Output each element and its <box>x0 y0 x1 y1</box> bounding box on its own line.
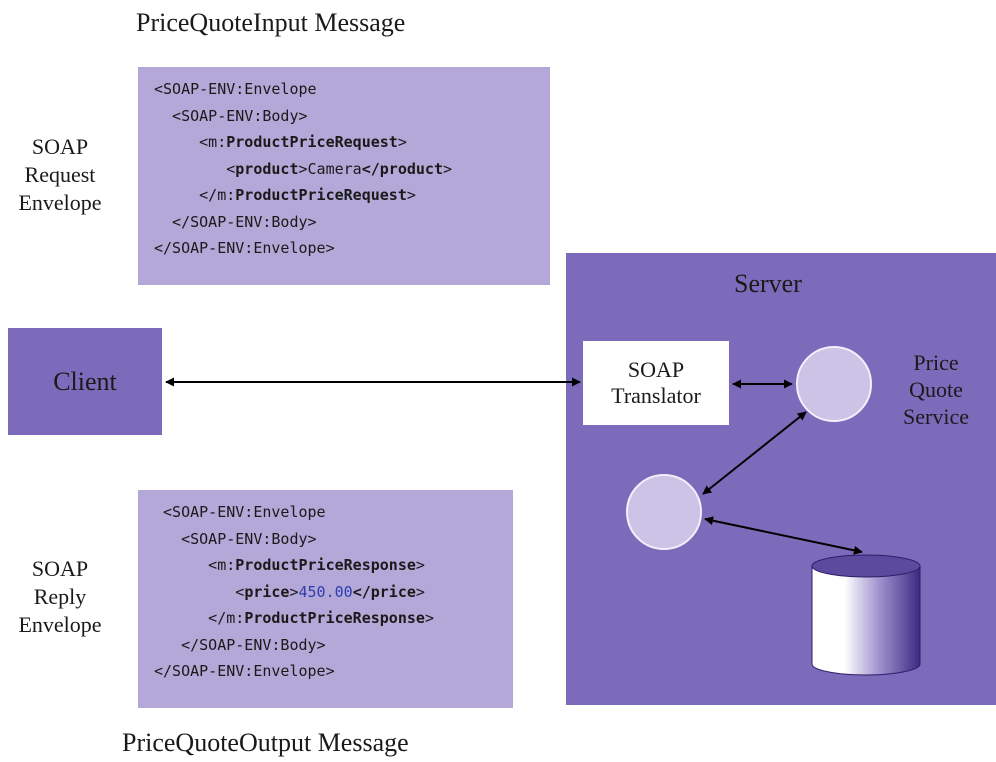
xml-token-mid: > <box>406 186 416 204</box>
xml-token-pre: </SOAP-ENV:Body> <box>154 212 317 231</box>
request-envelope-box: <SOAP-ENV:Envelope <SOAP-ENV:Body> <m:Pr… <box>138 67 550 285</box>
xml-token-bold: ProductPriceResponse <box>244 609 425 627</box>
xml-token-bold: product <box>235 159 299 178</box>
xml-token-mid: > <box>289 582 299 601</box>
xml-token-pre: </SOAP-ENV:Envelope> <box>154 239 335 257</box>
reply-label-line-3: Envelope <box>18 612 102 637</box>
reply-message-title: PriceQuoteOutput Message <box>122 728 409 757</box>
xml-token-pre: <SOAP-ENV:Body> <box>154 106 308 125</box>
translator-line-1: SOAP <box>627 357 685 382</box>
xml-token-pre: <SOAP-ENV:Body> <box>154 529 317 548</box>
client-label: Client <box>53 366 117 396</box>
xml-token-post: > <box>443 159 453 178</box>
service-label-line-3: Service <box>903 404 969 429</box>
xml-line: </SOAP-ENV:Body> <box>154 209 452 236</box>
xml-token-bold2: </price <box>352 582 416 601</box>
xml-line: <SOAP-ENV:Body> <box>154 526 434 553</box>
xml-token-pre: < <box>154 582 245 601</box>
xml-token-mid: > <box>298 159 308 178</box>
xml-line: </SOAP-ENV:Body> <box>154 632 434 659</box>
xml-token-bold: ProductPriceRequest <box>226 133 398 151</box>
xml-line: <price>450.00</price> <box>154 579 434 606</box>
service-label-line-1: Price <box>913 350 959 375</box>
xml-line: <SOAP-ENV:Body> <box>154 103 452 130</box>
xml-line: </SOAP-ENV:Envelope> <box>154 235 452 262</box>
request-label-line-2: Request <box>24 162 96 187</box>
xml-token-mid: > <box>424 609 434 627</box>
price-quote-service-label: Price Quote Service <box>884 349 988 430</box>
request-label-line-3: Envelope <box>18 190 102 215</box>
reply-label-line-2: Reply <box>33 584 87 609</box>
xml-token-pre: <SOAP-ENV:Envelope <box>154 80 317 98</box>
service-label-line-2: Quote <box>909 377 963 402</box>
request-message-title: PriceQuoteInput Message <box>136 8 406 37</box>
xml-token-pre: < <box>154 159 236 178</box>
reply-xml: <SOAP-ENV:Envelope <SOAP-ENV:Body> <m:Pr… <box>154 499 434 685</box>
reply-envelope-box: <SOAP-ENV:Envelope <SOAP-ENV:Body> <m:Pr… <box>138 490 513 708</box>
price-quote-service-node <box>796 346 872 422</box>
xml-line: </SOAP-ENV:Envelope> <box>154 658 434 685</box>
xml-token-pre: <SOAP-ENV:Envelope <box>154 503 326 521</box>
request-envelope-label: SOAP Request Envelope <box>8 133 112 217</box>
soap-translator-box: SOAP Translator <box>583 341 729 425</box>
internal-component-node <box>626 474 702 550</box>
xml-token-pre: </m: <box>154 186 236 204</box>
service-component-arrow <box>702 411 807 495</box>
xml-token-mid: > <box>415 556 425 574</box>
xml-token-mid: > <box>397 133 407 151</box>
xml-token-pre: <m: <box>154 556 236 574</box>
request-xml: <SOAP-ENV:Envelope <SOAP-ENV:Body> <m:Pr… <box>154 76 452 262</box>
request-label-line-1: SOAP <box>31 134 89 159</box>
server-title: Server <box>734 269 802 298</box>
reply-envelope-label: SOAP Reply Envelope <box>8 555 112 639</box>
database-icon <box>811 554 921 676</box>
client-node: Client <box>8 328 162 435</box>
xml-token-val: 450.00 <box>298 582 353 601</box>
xml-line: <product>Camera</product> <box>154 156 452 183</box>
reply-label-line-1: SOAP <box>31 556 89 581</box>
xml-line: <SOAP-ENV:Envelope <box>154 76 452 103</box>
xml-line: </m:ProductPriceRequest> <box>154 182 452 209</box>
xml-token-post: > <box>415 582 425 601</box>
xml-token-pre: </SOAP-ENV:Body> <box>154 635 326 654</box>
xml-token-pre: </m: <box>154 609 245 627</box>
xml-token-pre: <m: <box>154 133 227 151</box>
xml-token-bold: ProductPriceResponse <box>235 556 416 574</box>
xml-line: </m:ProductPriceResponse> <box>154 605 434 632</box>
translator-line-2: Translator <box>611 383 701 408</box>
xml-token-pre: </SOAP-ENV:Envelope> <box>154 662 335 680</box>
xml-line: <m:ProductPriceResponse> <box>154 552 434 579</box>
xml-token-bold: price <box>244 582 290 601</box>
component-database-arrow <box>704 516 863 555</box>
xml-token-bold: ProductPriceRequest <box>235 186 407 204</box>
xml-token-val: Camera <box>307 159 362 178</box>
xml-token-bold2: </product <box>361 159 443 178</box>
xml-line: <SOAP-ENV:Envelope <box>154 499 434 526</box>
xml-line: <m:ProductPriceRequest> <box>154 129 452 156</box>
